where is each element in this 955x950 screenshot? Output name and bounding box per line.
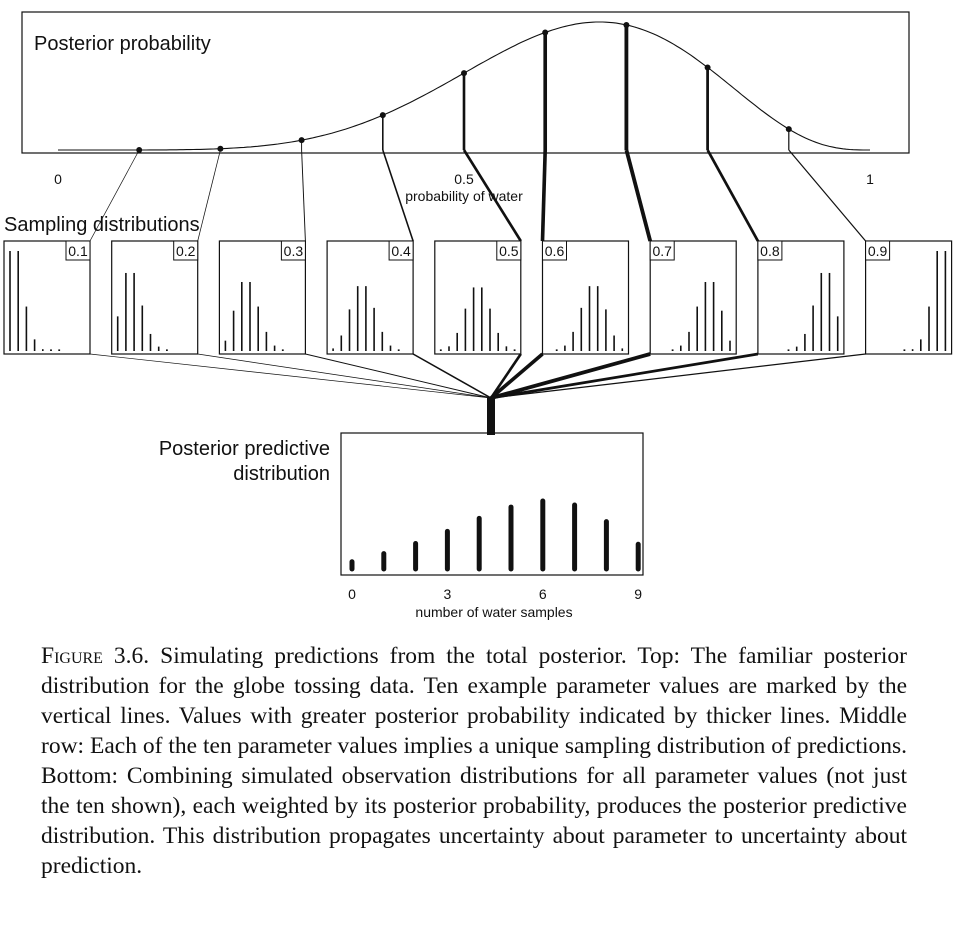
sampling-panel: 0.4 [326, 240, 414, 355]
sampling-panel-label-box [542, 240, 567, 261]
sampling-panel-label-box [757, 240, 783, 261]
predictive-panel-title-line2: distribution [233, 463, 330, 485]
sampling-panel: 0.3 [218, 240, 306, 355]
panel-to-predictive-line [489, 353, 522, 399]
posterior-marker-dot [542, 29, 549, 36]
predictive-x-tick-label: 0 [348, 586, 356, 602]
sampling-panel: 0.9 [864, 240, 953, 355]
panel-to-predictive-line [305, 353, 492, 399]
sampling-bar [50, 349, 52, 351]
posterior-to-panel-line [540, 149, 548, 242]
posterior-x-tick-label: 0.5 [454, 171, 474, 187]
posterior-to-panel-line [301, 149, 306, 242]
sampling-bar [281, 349, 284, 351]
sampling-bar [166, 349, 168, 351]
panel-to-predictive-line [490, 352, 759, 400]
predictive-bars [349, 498, 641, 572]
panel-to-predictive-line [412, 353, 492, 399]
predictive-x-tick-label: 3 [444, 586, 452, 602]
posterior-marker-lines [136, 21, 792, 153]
sampling-panel: 0.6 [541, 240, 630, 355]
sampling-panel-label: 0.6 [545, 243, 565, 259]
posterior-x-label: probability of water [405, 188, 523, 204]
posterior-marker-dot [379, 112, 386, 119]
sampling-bar [787, 349, 790, 351]
sampling-bar [555, 349, 558, 351]
sampling-panel-label: 0.7 [652, 243, 672, 259]
predictive-x-tick-label: 9 [634, 586, 642, 602]
sampling-panel-label-box [496, 240, 522, 261]
sampling-row-title: Sampling distributions [4, 214, 200, 236]
sampling-bar [58, 349, 61, 351]
panel-to-predictive-line [490, 352, 651, 400]
sampling-panel-label: 0.9 [868, 243, 888, 259]
posterior-marker-dot [785, 126, 792, 133]
sampling-panel: 0.7 [649, 240, 737, 355]
sampling-panel: 0.2 [111, 240, 199, 355]
sampling-panel-label: 0.4 [391, 243, 411, 259]
panel-to-predictive-line [490, 353, 866, 399]
sampling-panel-label-box [65, 240, 91, 261]
posterior-to-panel-line [462, 149, 522, 242]
predictive-panel-title-line1: Posterior predictive [159, 438, 330, 460]
posterior-to-panel-line [89, 149, 140, 242]
figure-caption: Figure 3.6. Simulating predictions from … [41, 641, 907, 881]
sampling-to-predictive-connectors [89, 352, 866, 400]
sampling-panel-label-box [173, 240, 199, 261]
sampling-panel-label: 0.2 [176, 243, 196, 259]
sampling-panel-label-box [280, 240, 306, 261]
posterior-to-panel-line [706, 149, 760, 242]
panel-to-predictive-line [489, 352, 544, 400]
sampling-panel-label: 0.1 [68, 243, 88, 259]
sampling-panel: 0.1 [3, 240, 91, 355]
predictive-x-tick-label: 6 [539, 586, 547, 602]
sampling-bar [671, 349, 674, 351]
sampling-panel-label: 0.8 [760, 243, 780, 259]
predictive-x-axis: 0 3 6 9 [348, 586, 642, 602]
sampling-panel: 0.8 [757, 240, 845, 355]
posterior-to-panel-line [197, 149, 221, 242]
posterior-marker-dot [136, 146, 143, 153]
posterior-marker-dot [623, 21, 630, 28]
sampling-panel-label: 0.5 [499, 243, 519, 259]
panel-to-predictive-line [89, 353, 492, 399]
posterior-to-panel-line [788, 149, 867, 242]
sampling-bar [439, 349, 442, 351]
posterior-marker-dot [461, 70, 467, 77]
sampling-distribution-panels: 0.1 0.2 0.3 0.4 0.5 0.6 0.7 0.8 0.9 [3, 240, 953, 355]
sampling-bar [397, 349, 400, 351]
sampling-panel-label-box [865, 240, 891, 261]
sampling-panel-label: 0.3 [284, 243, 304, 259]
sampling-bar [513, 349, 516, 351]
posterior-to-panel-line [624, 149, 653, 242]
predictive-panel-frame [340, 432, 644, 576]
sampling-panel-label-box [388, 240, 414, 261]
panel-to-predictive-line [197, 353, 492, 399]
sampling-bar [903, 349, 906, 351]
posterior-x-tick-label: 1 [866, 171, 874, 187]
posterior-panel-title: Posterior probability [34, 33, 211, 55]
caption-text: Simulating predictions from the total po… [41, 643, 907, 879]
posterior-marker-dot [298, 137, 305, 144]
posterior-marker-dot [704, 64, 711, 71]
predictive-x-label: number of water samples [415, 604, 572, 620]
posterior-to-sampling-connectors [89, 149, 867, 242]
convergence-stem [487, 398, 495, 435]
caption-label: Figure 3.6. [41, 643, 150, 669]
sampling-panel: 0.5 [434, 240, 522, 355]
posterior-to-panel-line [382, 149, 414, 242]
posterior-marker-dot [217, 145, 224, 152]
sampling-panel-label-box [649, 240, 675, 261]
posterior-x-tick-label: 0 [54, 171, 62, 187]
